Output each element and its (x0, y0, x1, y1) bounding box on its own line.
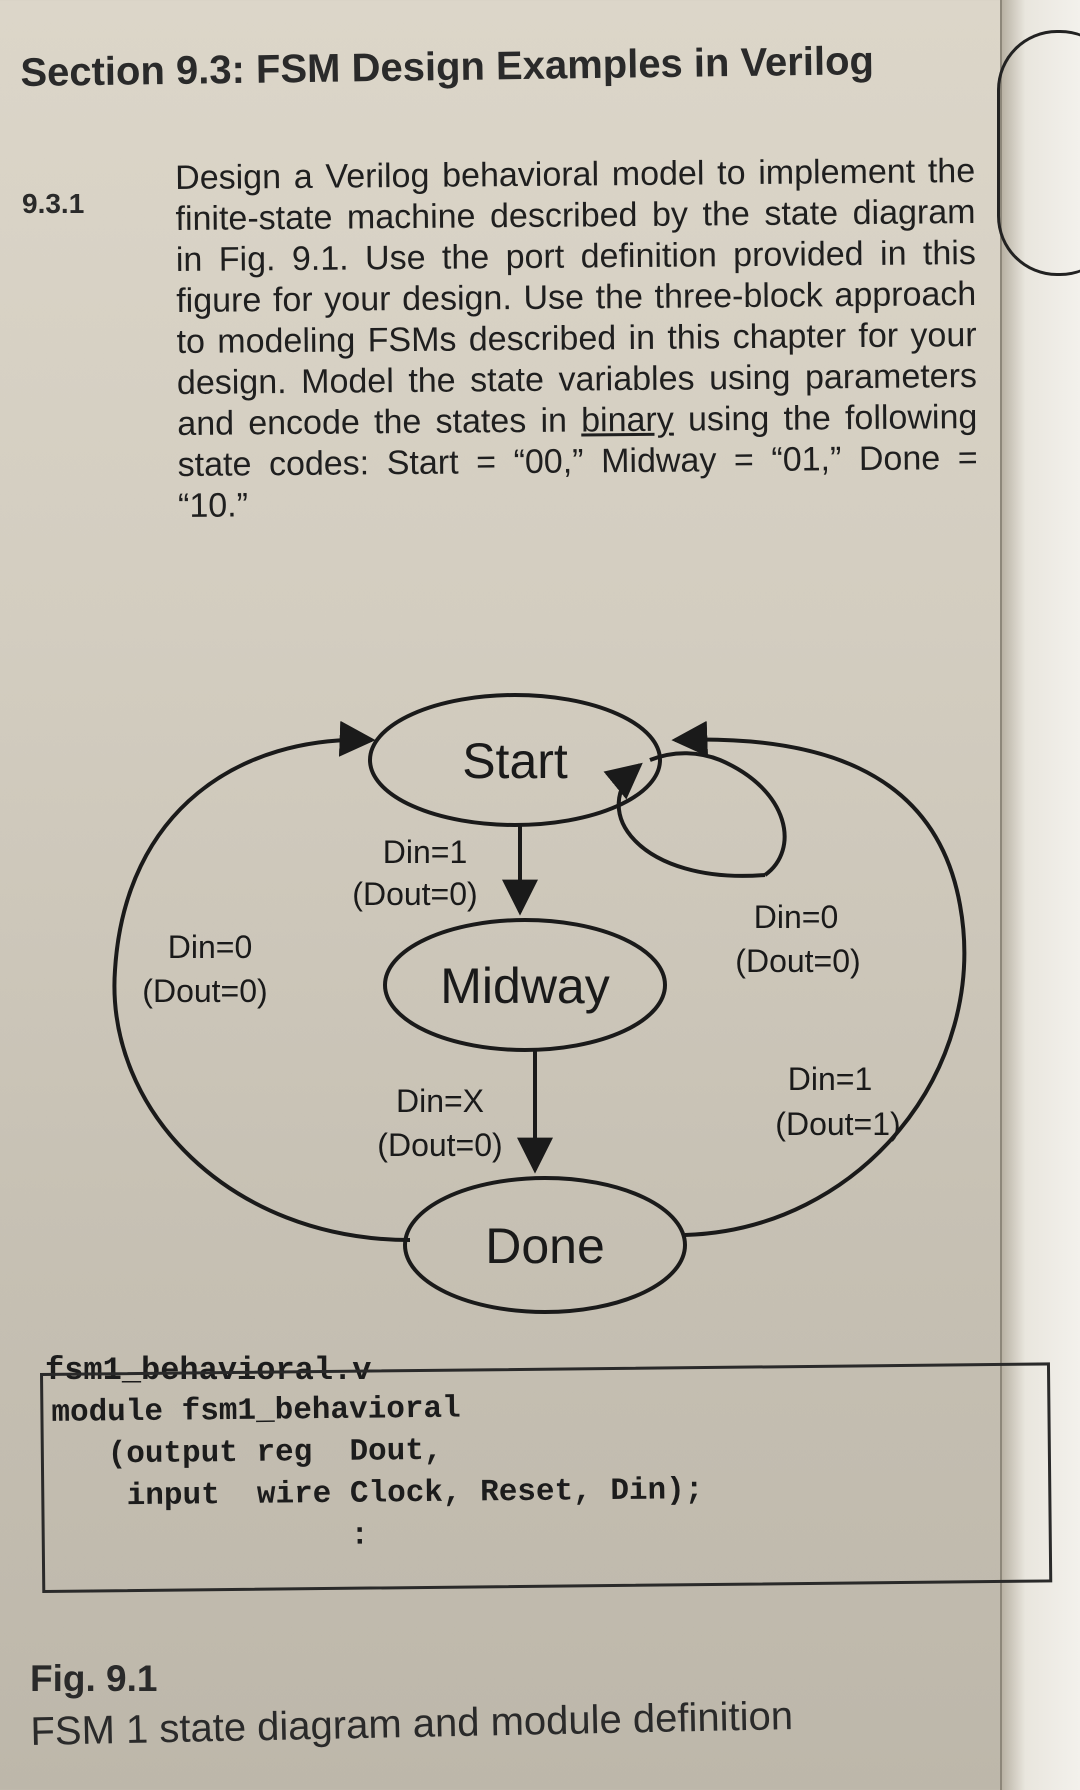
code-line-2: (output reg Dout, (51, 1433, 443, 1473)
transition-done-to-start-right-output: (Dout=1) (775, 1106, 900, 1142)
transition-done-to-start-left-condition: Din=0 (168, 929, 253, 965)
transition-done-to-start-left-arrow (112, 720, 411, 1242)
code-line-1: module fsm1_behavioral (51, 1391, 461, 1431)
transition-start-self-loop-arrow (603, 762, 766, 878)
transition-midway-to-done-condition: Din=X (396, 1083, 484, 1119)
state-start-label: Start (462, 733, 568, 789)
transition-midway-to-done-output: (Dout=0) (377, 1127, 502, 1163)
adjacent-page-diagram-fragment (997, 30, 1080, 276)
figure-caption: FSM 1 state diagram and module definitio… (30, 1694, 794, 1754)
state-start-ellipse (368, 693, 662, 827)
exercise-text: Design a Verilog behavioral model to imp… (175, 151, 978, 527)
code-line-4: : (52, 1518, 370, 1557)
fsm-state-diagram: Start Midway Done Din=1 (Dout=0) Din=X (… (112, 693, 967, 1314)
code-line-3: input wire Clock, Reset, Din); (52, 1473, 704, 1515)
transition-done-to-start-left-output: (Dout=0) (142, 973, 267, 1009)
code-file-name: fsm1_behavioral.v (45, 1352, 372, 1389)
code-box: module fsm1_behavioral (output reg Dout,… (40, 1362, 1053, 1593)
figure-title: Fig. 9.1 (30, 1658, 158, 1699)
exercise-text-underlined: binary (580, 400, 674, 440)
transition-start-to-midway-output: (Dout=0) (352, 876, 477, 912)
exercise-number: 9.3.1 (22, 188, 85, 219)
transition-start-self-loop-arc (649, 751, 787, 877)
transition-done-to-start-right-condition: Din=1 (788, 1061, 873, 1097)
state-midway-ellipse (383, 918, 667, 1052)
transition-done-to-start-right-arrow (671, 720, 967, 1237)
state-midway-label: Midway (440, 958, 609, 1014)
transition-start-self-loop-condition: Din=0 (754, 899, 839, 935)
transition-start-to-midway-condition: Din=1 (383, 834, 468, 870)
state-done-ellipse (403, 1176, 687, 1314)
state-done-label: Done (485, 1218, 605, 1274)
transition-start-self-loop-output: (Dout=0) (735, 943, 860, 979)
section-heading: Section 9.3: FSM Design Examples in Veri… (20, 39, 875, 95)
adjacent-page-edge (997, 0, 1080, 1790)
